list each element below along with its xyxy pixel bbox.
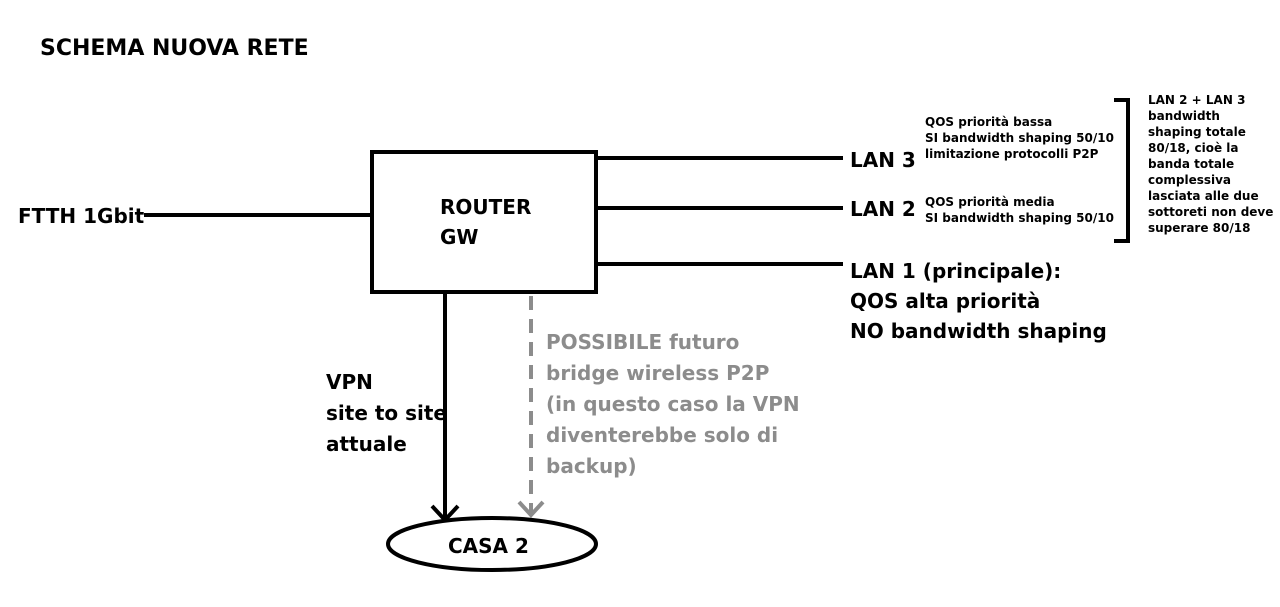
lan-bracket [1114, 98, 1130, 243]
bracket-note-line: banda totale [1148, 157, 1235, 171]
bracket-note: LAN 2 + LAN 3 bandwidth shaping totale 8… [1148, 92, 1273, 236]
vpn-line: attuale [326, 432, 407, 456]
lan3-label: LAN 3 [850, 148, 916, 172]
router-label-line: GW [440, 225, 479, 249]
lan1-line: NO bandwidth shaping [850, 319, 1107, 343]
bracket-note-line: bandwidth [1148, 109, 1220, 123]
lan2-note: QOS priorità media [925, 195, 1055, 209]
lan2-label: LAN 2 [850, 197, 916, 221]
vpn-line: VPN [326, 370, 373, 394]
lan3-note: SI bandwidth shaping 50/10 [925, 131, 1114, 145]
p2p-line: POSSIBILE futuro [546, 330, 740, 354]
lan1-label: LAN 1 (principale): QOS alta priorità NO… [850, 256, 1107, 346]
casa2-ellipse [386, 516, 598, 572]
lan3-notes: QOS priorità bassa SI bandwidth shaping … [925, 114, 1114, 162]
bracket-note-line: superare 80/18 [1148, 221, 1251, 235]
vpn-line: site to site [326, 401, 447, 425]
bracket-note-line: complessiva [1148, 173, 1232, 187]
router-label-line: ROUTER [440, 195, 532, 219]
p2p-line: diventerebbe solo di [546, 423, 779, 447]
ftth-label: FTTH 1Gbit [18, 204, 145, 228]
bracket-note-line: 80/18, cioè la [1148, 141, 1239, 155]
router-label: ROUTER GW [440, 192, 531, 252]
lan1-line: LAN 1 (principale): [850, 259, 1062, 283]
lan1-line: QOS alta priorità [850, 289, 1041, 313]
lan2-notes: QOS priorità media SI bandwidth shaping … [925, 194, 1114, 226]
p2p-line: (in questo caso la VPN [546, 392, 800, 416]
casa2-label: CASA 2 [448, 534, 529, 558]
vpn-label: VPN site to site attuale [326, 367, 447, 460]
router-box [370, 150, 598, 294]
bracket-note-line: sottoreti non deve [1148, 205, 1274, 219]
diagram-title: SCHEMA NUOVA RETE [40, 36, 309, 61]
p2p-line: backup) [546, 454, 637, 478]
lan3-note: QOS priorità bassa [925, 115, 1053, 129]
lan3-note: limitazione protocolli P2P [925, 147, 1099, 161]
bracket-note-line: LAN 2 + LAN 3 [1148, 93, 1246, 107]
p2p-label: POSSIBILE futuro bridge wireless P2P (in… [546, 327, 800, 482]
bracket-note-line: shaping totale [1148, 125, 1246, 139]
lan2-note: SI bandwidth shaping 50/10 [925, 211, 1114, 225]
p2p-arrowhead [517, 500, 545, 518]
bracket-note-line: lasciata alle due [1148, 189, 1259, 203]
p2p-line: bridge wireless P2P [546, 361, 770, 385]
